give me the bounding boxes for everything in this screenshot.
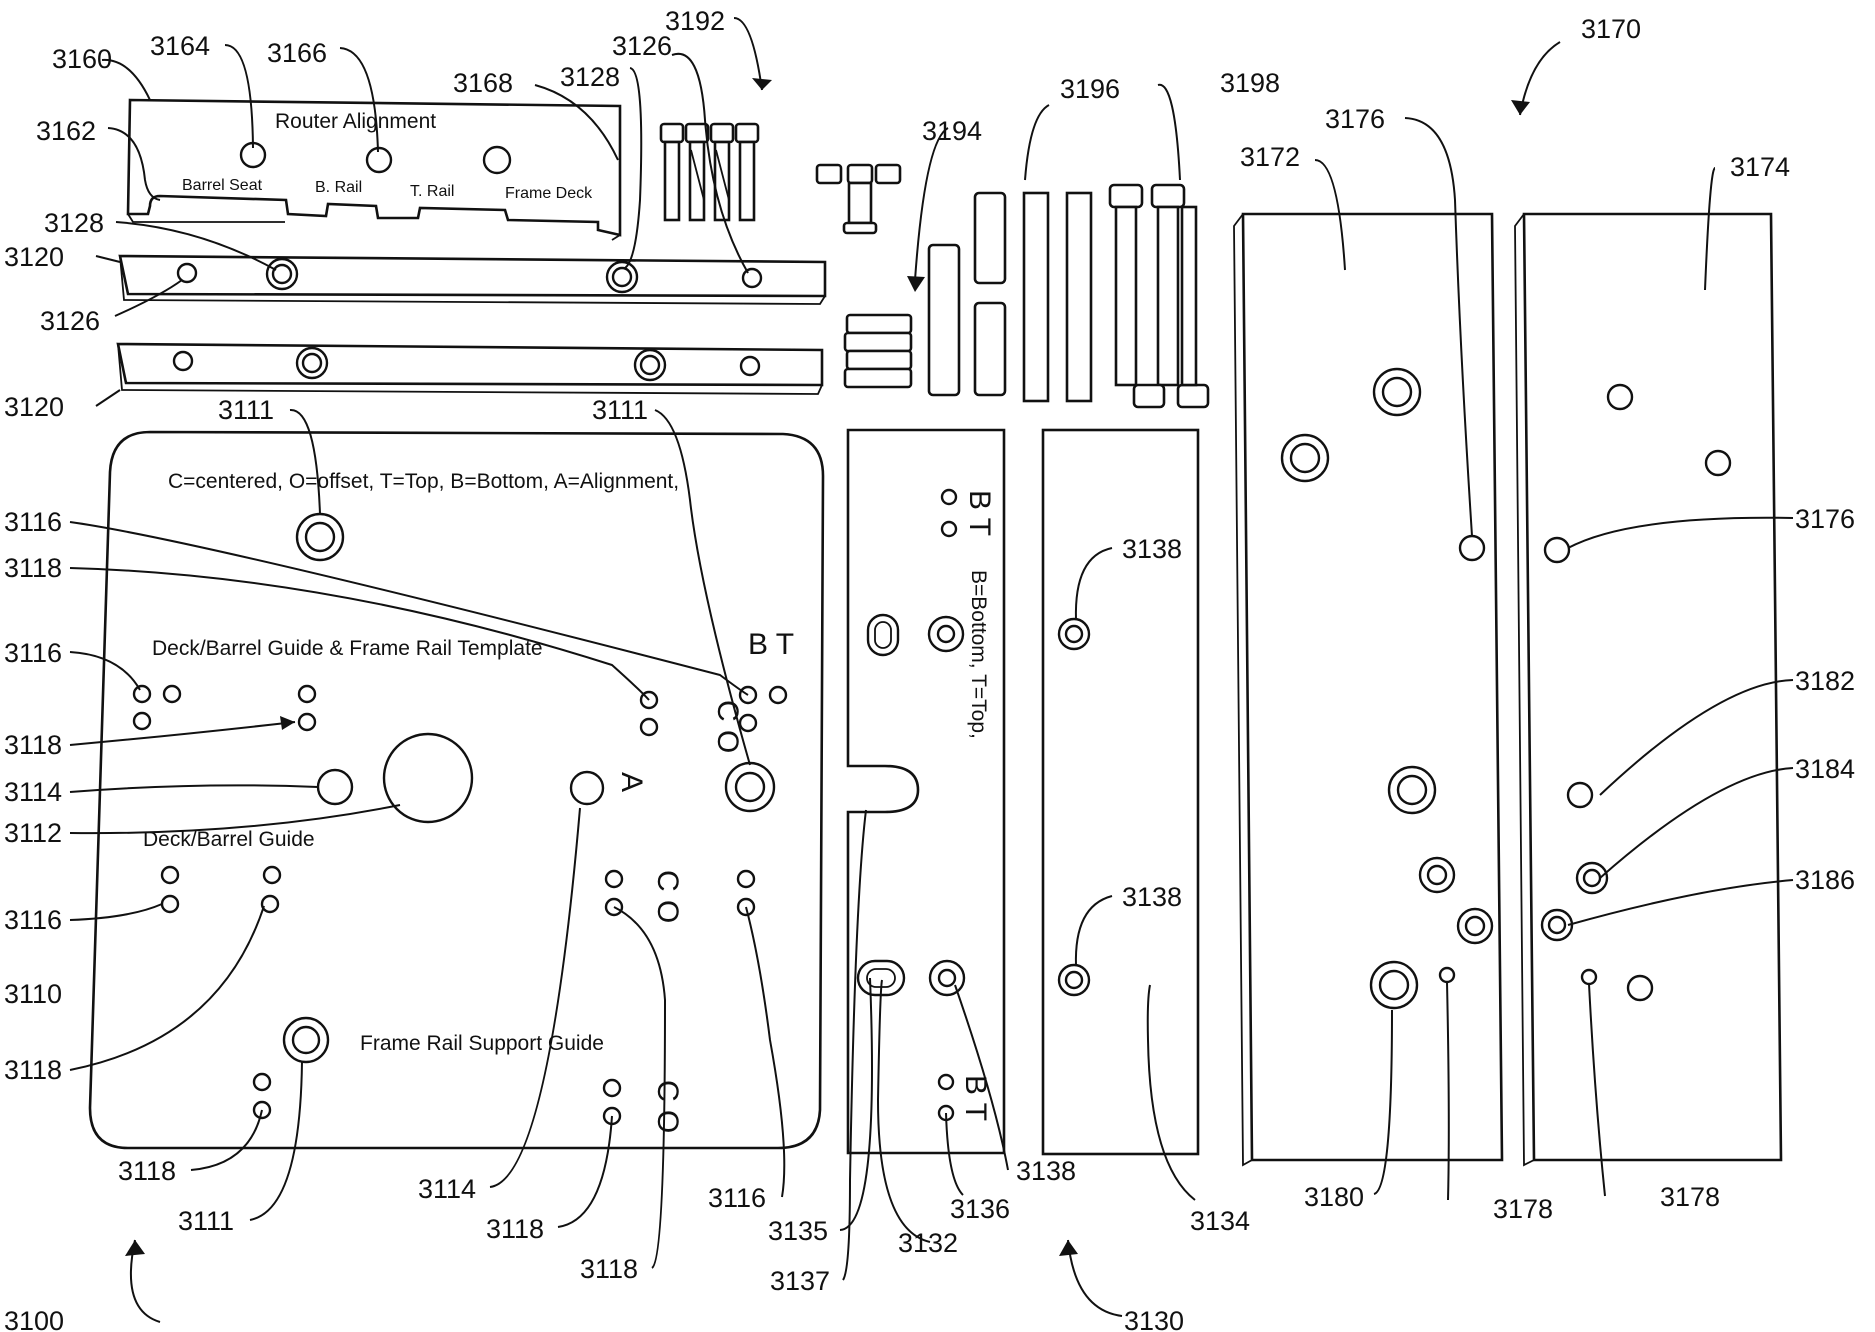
- ref-3111-top-left: 3111: [218, 395, 274, 425]
- ref-3137: 3137: [770, 1266, 830, 1296]
- template-co-label-3: C O: [651, 1080, 684, 1133]
- ref-3138-upper: 3138: [1122, 534, 1182, 564]
- ref-3128-top: 3128: [560, 62, 620, 92]
- template-guide-title: Deck/Barrel Guide & Frame Rail Template: [152, 637, 543, 660]
- ref-3110: 3110: [4, 979, 62, 1009]
- ref-3112: 3112: [4, 818, 62, 848]
- ref-3138-lower: 3138: [1122, 882, 1182, 912]
- ref-3135: 3135: [768, 1216, 828, 1246]
- dowels-group: [929, 193, 1091, 401]
- ref-3128-left: 3128: [44, 208, 104, 238]
- ref-3192: 3192: [665, 6, 725, 36]
- ref-3194: 3194: [922, 116, 982, 146]
- hole-3114-left: [318, 770, 352, 804]
- ref-3118-f: 3118: [580, 1254, 638, 1284]
- notch-label-t-rail: T. Rail: [410, 183, 454, 200]
- ref-3180: 3180: [1304, 1182, 1364, 1212]
- ref-3136: 3136: [950, 1194, 1010, 1224]
- router-hole-3: [484, 147, 510, 173]
- ref-3174: 3174: [1730, 152, 1790, 182]
- ref-3160: 3160: [52, 44, 112, 74]
- ref-3111-top-right: 3111: [592, 395, 648, 425]
- template-legend: C=centered, O=offset, T=Top, B=Bottom, A…: [168, 470, 679, 493]
- spacers-group: [845, 315, 911, 387]
- ref-3170: 3170: [1581, 14, 1641, 44]
- ref-3118-a: 3118: [4, 553, 62, 583]
- ref-3134: 3134: [1190, 1206, 1250, 1236]
- template-bt-label: B T: [748, 628, 794, 661]
- template-support-guide: Frame Rail Support Guide: [360, 1032, 604, 1055]
- ref-3168: 3168: [453, 68, 513, 98]
- ref-3126-left: 3126: [40, 306, 100, 336]
- router-title: Router Alignment: [275, 110, 436, 133]
- ref-3100: 3100: [4, 1306, 64, 1332]
- ref-3116-a: 3116: [4, 507, 62, 537]
- ref-3118-d: 3118: [118, 1156, 176, 1186]
- rail-lower: [118, 344, 822, 394]
- ref-3184: 3184: [1795, 754, 1855, 784]
- ref-3111-bottom: 3111: [178, 1206, 234, 1236]
- ref-3164: 3164: [150, 31, 210, 61]
- router-alignment-block: Router Alignment Barrel Seat B. Rail T. …: [128, 100, 620, 240]
- ref-3130: 3130: [1124, 1306, 1184, 1332]
- ref-3196: 3196: [1060, 74, 1120, 104]
- ref-3116-d: 3116: [708, 1183, 766, 1213]
- notch-label-frame-deck: Frame Deck: [505, 185, 593, 202]
- ref-3118-e: 3118: [486, 1214, 544, 1244]
- ref-3126-top: 3126: [612, 31, 672, 61]
- notch-label-barrel-seat: Barrel Seat: [182, 177, 263, 194]
- ref-3116-b: 3116: [4, 638, 62, 668]
- ref-3186: 3186: [1795, 865, 1855, 895]
- ref-3120-lower: 3120: [4, 392, 64, 422]
- ref-3182: 3182: [1795, 666, 1855, 696]
- rail-upper: [120, 256, 825, 304]
- template-plate: C=centered, O=offset, T=Top, B=Bottom, A…: [90, 432, 823, 1148]
- template-co-label-2: C O: [651, 870, 684, 923]
- ref-3178-right: 3178: [1660, 1182, 1720, 1212]
- hole-3112: [384, 734, 472, 822]
- ref-3162: 3162: [36, 116, 96, 146]
- bolts-group: [661, 124, 900, 233]
- router-hole-2: [367, 148, 391, 172]
- ref-3198: 3198: [1220, 68, 1280, 98]
- ref-3172: 3172: [1240, 142, 1300, 172]
- bar-legend: B=Bottom, T=Top,: [967, 570, 990, 739]
- long-bolts-group: [1110, 185, 1208, 407]
- ref-3116-c: 3116: [4, 905, 62, 935]
- ref-3120-upper: 3120: [4, 242, 64, 272]
- ref-3176-right: 3176: [1795, 504, 1855, 534]
- ref-3176-top: 3176: [1325, 104, 1385, 134]
- ref-3114-bottom: 3114: [418, 1174, 476, 1204]
- notch-label-b-rail: B. Rail: [315, 179, 362, 196]
- ref-3118-c: 3118: [4, 1055, 62, 1085]
- bar-bt-top: B T: [963, 490, 996, 536]
- template-a-label: A: [615, 772, 648, 792]
- plate-3174: [1515, 214, 1781, 1165]
- ref-3132: 3132: [898, 1228, 958, 1258]
- ref-3118-b: 3118: [4, 730, 62, 760]
- ref-3138-bottom: 3138: [1016, 1156, 1076, 1186]
- ref-3114-left: 3114: [4, 777, 62, 807]
- ref-3178-left: 3178: [1493, 1194, 1553, 1224]
- ref-3166: 3166: [267, 38, 327, 68]
- hole-3114-right: [571, 772, 603, 804]
